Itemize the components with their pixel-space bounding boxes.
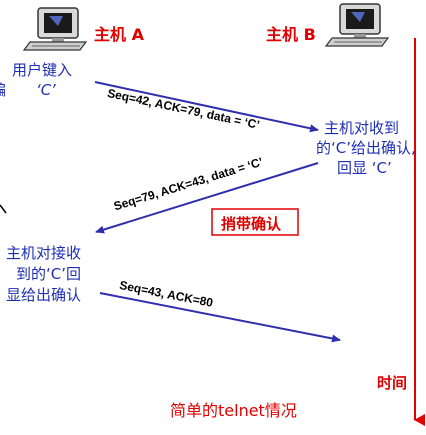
message-arrow-3	[99, 292, 341, 343]
host-b-label: 主机 B	[266, 25, 316, 44]
host-b-computer-icon	[324, 3, 390, 47]
caption: 简单的telnet情况	[170, 401, 297, 420]
piggyback-label: 捎带确认	[221, 215, 282, 233]
host-b-event-line3: 回显 ‘C’	[337, 159, 392, 177]
host-a-ack-line2: 到的‘C’回	[16, 265, 82, 283]
message-arrow-1	[94, 81, 319, 133]
time-label: 时间	[377, 374, 408, 392]
host-b-event-line1: 主机对收到	[324, 119, 400, 137]
edge-fragment-line	[0, 204, 7, 214]
host-a-event-line2: ‘C’	[36, 81, 56, 99]
piggyback-box	[211, 208, 299, 236]
host-b-event-line2: 的‘C’给出确认,	[316, 139, 416, 157]
host-a-computer-icon	[22, 7, 88, 51]
message-arrow-2	[95, 162, 319, 234]
edge-fragment-text: 编	[0, 80, 6, 100]
host-a-event-line1: 用户键入	[12, 61, 73, 79]
host-a-label: 主机 A	[94, 25, 144, 44]
host-a-ack-line3: 显给出确认	[6, 286, 82, 304]
host-a-ack-line1: 主机对接收	[6, 244, 82, 262]
